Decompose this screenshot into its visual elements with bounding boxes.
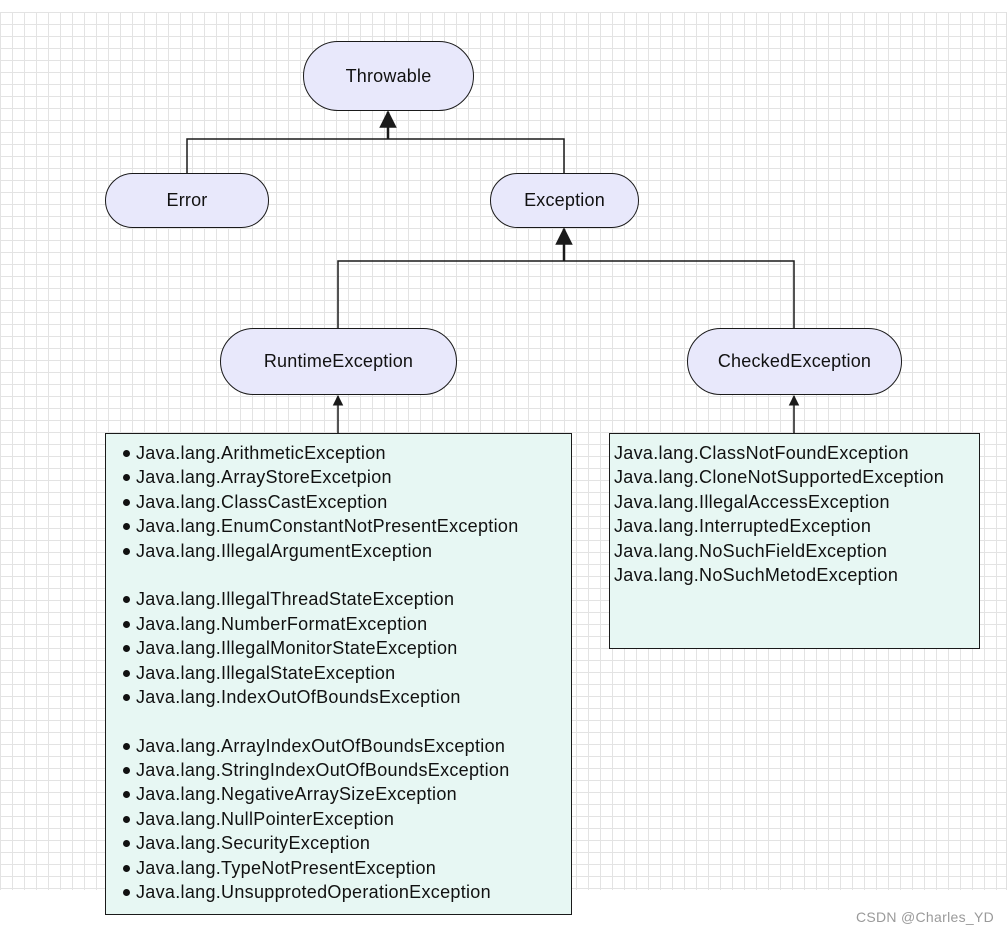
list-item: Java.lang.StringIndexOutOfBoundsExceptio… (106, 758, 571, 782)
checked-exception-label: CheckedException (717, 351, 872, 371)
list-item: Java.lang.ClassNotFoundException (614, 443, 909, 463)
checked-exception-node: CheckedException (687, 328, 902, 395)
runtime-exception-node: RuntimeException (220, 328, 457, 395)
error-label: Error (166, 190, 208, 210)
list-item: Java.lang.InterruptedException (614, 516, 872, 537)
list-item: Java.lang.TypeNotPresentException (106, 856, 571, 880)
list-item: Java.lang.ArithmeticException (106, 441, 571, 465)
connector-checked-to-exception (564, 260, 795, 328)
list-item: Java.lang.CloneNotSupportedException (614, 467, 945, 488)
list-item: Java.lang.EnumConstantNotPresentExceptio… (106, 514, 571, 538)
list-item: Java.lang.UnsupprotedOperationException (106, 880, 571, 904)
list-item: Java.lang.NegativeArraySizeException (106, 782, 571, 806)
connector-runtime-to-exception (337, 260, 564, 328)
list-item: Java.lang.IllegalAccessException (614, 491, 890, 512)
connector-exception-to-throwable (388, 138, 565, 173)
list-item: Java.lang.NoSuchMetodException (614, 564, 899, 585)
throwable-node: Throwable (303, 41, 474, 111)
list-item: Java.lang.NullPointerException (106, 807, 571, 831)
error-node: Error (105, 173, 269, 228)
watermark: CSDN @Charles_YD (855, 909, 994, 925)
runtime-exception-label: RuntimeException (263, 351, 414, 371)
checked-group: Java.lang.ClassNotFoundException Java.la… (610, 441, 979, 587)
list-item: Java.lang.ClassCastException (106, 490, 571, 514)
list-item: Java.lang.IllegalArgumentException (106, 539, 571, 563)
list-item: Java.lang.ArrayIndexOutOfBoundsException (106, 734, 571, 758)
list-item: Java.lang.NumberFormatException (106, 612, 571, 636)
list-item: Java.lang.IndexOutOfBoundsException (106, 685, 571, 709)
runtime-group-2: Java.lang.IllegalThreadStateException Ja… (106, 587, 571, 709)
checked-exception-list: Java.lang.ClassNotFoundException Java.la… (609, 433, 980, 649)
runtime-group-3: Java.lang.ArrayIndexOutOfBoundsException… (106, 734, 571, 905)
list-item: Java.lang.IllegalThreadStateException (106, 587, 571, 611)
throwable-label: Throwable (345, 65, 432, 86)
runtime-group-1: Java.lang.ArithmeticException Java.lang.… (106, 441, 571, 563)
list-item: Java.lang.ArrayStoreExcetpion (106, 465, 571, 489)
list-item: Java.lang.NoSuchFieldException (614, 540, 888, 561)
list-item: Java.lang.SecurityException (106, 831, 571, 855)
runtime-exception-list: Java.lang.ArithmeticException Java.lang.… (105, 433, 572, 915)
list-item: Java.lang.IllegalMonitorStateException (106, 636, 571, 660)
connector-error-to-throwable (186, 138, 388, 173)
exception-node: Exception (490, 173, 639, 228)
list-item: Java.lang.IllegalStateException (106, 661, 571, 685)
exception-label: Exception (524, 190, 605, 210)
